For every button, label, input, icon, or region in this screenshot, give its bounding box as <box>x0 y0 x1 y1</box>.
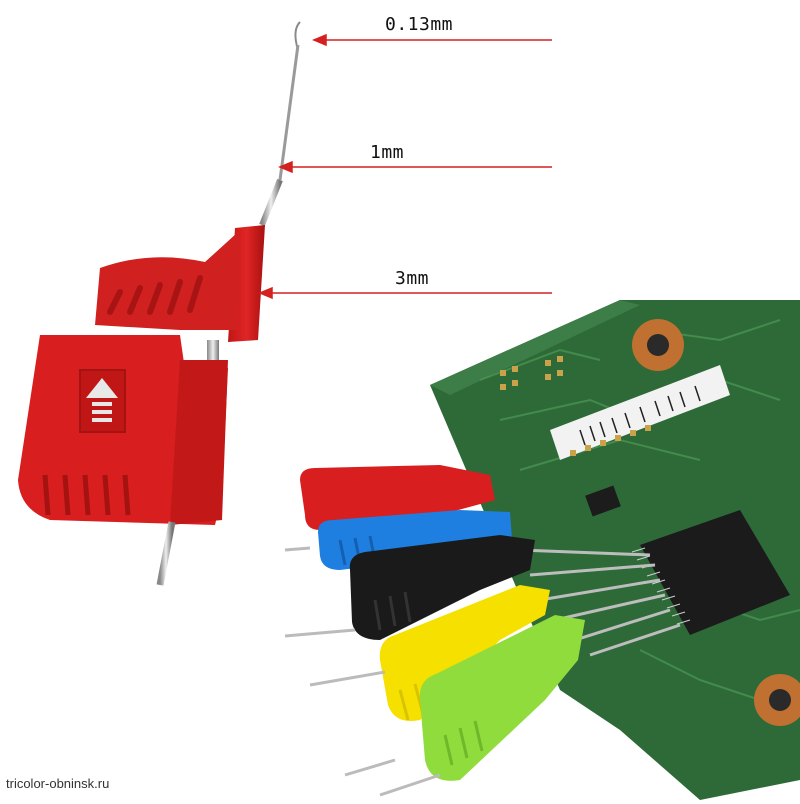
pcb-board <box>430 300 800 800</box>
clip-green <box>379 615 585 797</box>
dimension-label-needle: 1mm <box>370 142 405 163</box>
clip-black <box>284 535 535 640</box>
dimension-label-pin: 3mm <box>395 268 430 289</box>
dimension-label-tip: 0.13mm <box>385 14 454 35</box>
probe-wires <box>519 548 681 657</box>
clip-red-small <box>284 465 495 552</box>
clip-red-large <box>18 21 301 586</box>
dimension-arrows <box>258 33 552 300</box>
watermark: tricolor-obninsk.ru <box>6 776 110 791</box>
